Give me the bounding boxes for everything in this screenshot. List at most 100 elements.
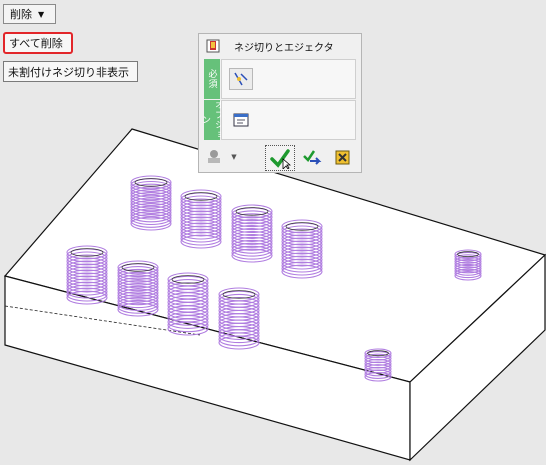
thread-ring [218,335,260,350]
thread-hole-edge [70,248,104,257]
ejector-options-dropdown[interactable]: ▼ [227,147,241,167]
thread-ring [231,225,273,239]
thread-ring [180,234,222,249]
thread-ring [281,240,323,255]
thread-ring [130,183,172,198]
thread-ring [180,207,222,222]
thread-ring [167,321,209,336]
apply-continue-button[interactable] [301,147,323,167]
thread-coil[interactable] [281,219,323,279]
thread-ring [117,268,159,283]
thread-coil[interactable] [130,175,172,231]
thread-ring [180,228,222,243]
thread-ring [117,277,159,292]
thread-coil[interactable] [167,272,209,336]
thread-ring [180,225,222,240]
thread-ring [281,225,323,240]
select-thread-icon [234,72,248,86]
thread-ejector-icon [206,39,220,53]
ok-button[interactable] [265,145,295,171]
thread-features[interactable] [66,175,482,382]
thread-coil[interactable] [364,348,392,382]
thread-ring [281,258,323,273]
thread-coil[interactable] [117,260,159,317]
thread-ring [454,261,482,271]
thread-ring [231,216,273,231]
thread-hole-edge [121,263,155,272]
thread-ring [231,222,273,237]
panel-header: ネジ切りとエジェクタ [199,34,361,58]
plate-side-face[interactable] [409,253,546,462]
plate-edge-inner [4,305,201,336]
select-thread-button[interactable] [229,68,253,90]
thread-ring [281,228,323,243]
thread-ring [180,222,222,237]
thread-ring [281,243,323,258]
thread-coil[interactable] [218,287,260,350]
thread-ring [231,210,273,225]
thread-ring [180,204,222,219]
thread-ring [130,194,172,209]
thread-ring [66,263,108,278]
cancel-button[interactable] [331,147,353,167]
hide-unassigned-threads-menu-item[interactable]: 未割付けネジ切り非表示 [3,61,138,82]
thread-ring [364,366,392,377]
thread-ring [218,326,260,340]
thread-coil[interactable] [66,245,108,305]
thread-ring [281,255,323,270]
thread-ring [180,198,222,213]
tab-required[interactable]: 必須 [204,59,220,99]
thread-ring [167,311,209,326]
thread-ring [117,274,159,289]
thread-ring [66,284,108,299]
thread-ring [180,216,222,231]
thread-ring [180,189,222,204]
thread-ring [180,201,222,216]
thread-ring [180,210,222,225]
delete-all-menu-item[interactable]: すべて削除 [3,32,73,54]
thread-ring [66,281,108,296]
dialog-window-icon [233,113,249,127]
delete-dropdown-button[interactable]: 削除 ▼ [3,4,56,24]
thread-ring [130,213,172,228]
thread-ring [281,234,323,249]
thread-ring [218,329,260,344]
thread-ring [454,268,482,279]
thread-ring [281,264,323,279]
thread-hole-edge [171,275,205,284]
settings-dialog-button[interactable] [229,109,253,131]
thread-ring [117,299,159,314]
thread-hole-edge [285,222,319,231]
thread-ring [231,245,273,260]
thread-ring [117,302,159,317]
tab-required-label: 必須 [206,69,217,89]
thread-ring [66,257,108,272]
thread-ring [66,260,108,275]
thread-ring [281,222,323,237]
thread-ring [281,249,323,264]
thread-ring [117,260,159,275]
thread-ring [130,189,172,204]
thread-ring [167,315,209,329]
thread-ring [167,318,209,333]
thread-ring [281,219,323,234]
thread-coil[interactable] [180,189,222,249]
required-section [221,59,356,99]
thread-ring [130,186,172,201]
tab-option[interactable]: オプション [200,100,223,140]
thread-ring [180,192,222,207]
thread-coil[interactable] [454,249,482,281]
thread-ring [130,180,172,195]
thread-ring [454,266,482,276]
thread-coil[interactable] [231,204,273,263]
thread-hole-edge [235,207,269,216]
delete-button-label: 削除 [10,8,32,21]
thread-ring [281,231,323,246]
thread-ring [218,332,260,347]
assign-ejector-button[interactable] [203,147,225,167]
thread-ring [66,278,108,293]
thread-hole-edge [184,192,218,201]
thread-ring [364,356,392,366]
thread-ring [281,261,323,276]
